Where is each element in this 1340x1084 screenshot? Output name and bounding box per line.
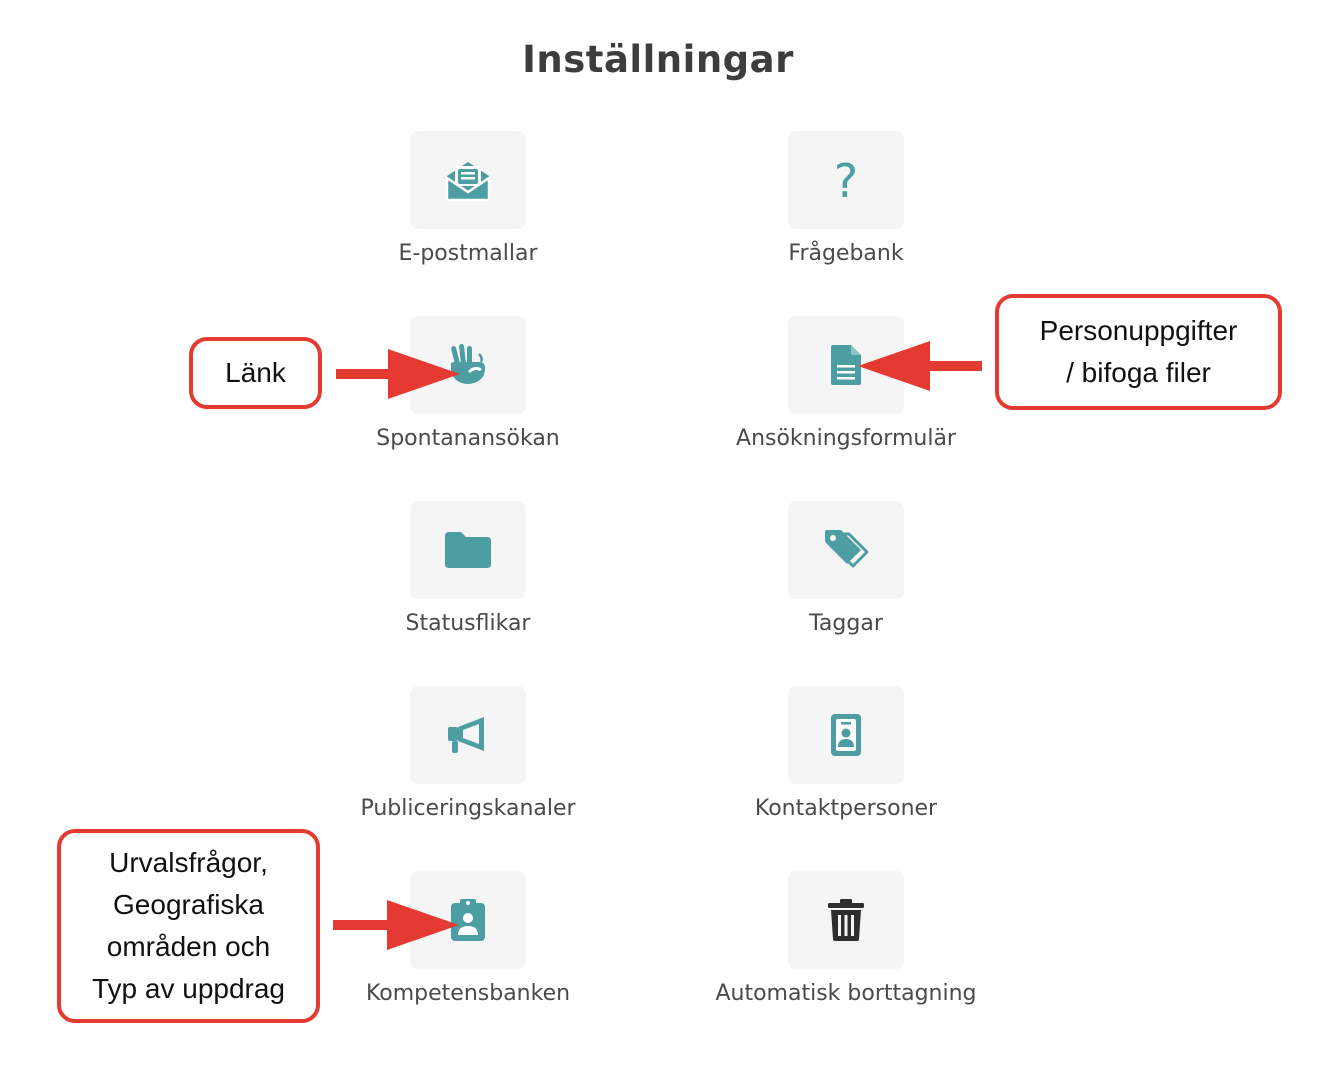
tags-tile[interactable]	[788, 501, 904, 599]
publishing-channels-tile[interactable]	[410, 686, 526, 784]
tags-icon	[825, 530, 869, 568]
setting-status-tabs[interactable]: Statusflikar	[338, 501, 598, 676]
arrow-link	[336, 349, 460, 399]
callout-link: Länk	[189, 337, 322, 409]
setting-email-templates[interactable]: E-postmallar	[338, 131, 598, 306]
auto-delete-label: Automatisk borttagning	[715, 981, 977, 1006]
document-icon	[831, 345, 861, 385]
setting-application-form[interactable]: Ansökningsformulär	[716, 316, 976, 491]
callout-personal-line1: Personuppgifter	[1039, 315, 1238, 346]
setting-auto-delete[interactable]: Automatisk borttagning	[715, 871, 977, 1046]
callout-personal-line2: / bifoga filer	[1066, 357, 1211, 388]
setting-tags[interactable]: Taggar	[716, 501, 976, 676]
application-form-label: Ansökningsformulär	[736, 426, 956, 451]
svg-text:?: ?	[834, 155, 858, 205]
callout-competence-line1: Urvalsfrågor,	[109, 847, 268, 878]
arrow-personal-data	[858, 341, 982, 391]
callout-competence-line3: områden och	[106, 931, 271, 962]
trash-icon	[828, 899, 864, 941]
setting-spontaneous[interactable]: Spontanansökan	[338, 316, 598, 491]
spontaneous-label: Spontanansökan	[376, 426, 560, 451]
setting-contact-persons[interactable]: Kontaktpersoner	[716, 686, 976, 861]
megaphone-icon	[448, 717, 484, 753]
status-tabs-tile[interactable]	[410, 501, 526, 599]
publishing-channels-label: Publiceringskanaler	[360, 796, 576, 821]
callout-link-text: Länk	[225, 357, 286, 388]
auto-delete-tile[interactable]	[788, 871, 904, 969]
arrow-competence	[333, 900, 459, 950]
hand-wave-icon	[451, 343, 485, 384]
id-badge-icon	[831, 714, 861, 756]
envelope-open-icon	[445, 162, 491, 202]
folder-icon	[445, 532, 491, 568]
email-templates-tile[interactable]	[410, 131, 526, 229]
contact-persons-label: Kontaktpersoner	[754, 796, 938, 821]
setting-question-bank[interactable]: ? Frågebank	[716, 131, 976, 306]
question-bank-label: Frågebank	[788, 241, 904, 266]
setting-publishing-channels[interactable]: Publiceringskanaler	[338, 686, 598, 861]
callout-personal-data: Personuppgifter / bifoga filer	[995, 294, 1282, 410]
callout-competence: Urvalsfrågor, Geografiska områden och Ty…	[57, 829, 320, 1023]
contact-persons-tile[interactable]	[788, 686, 904, 784]
clipboard-user-icon	[451, 899, 485, 941]
question-mark-icon: ?	[834, 155, 858, 205]
tags-label: Taggar	[809, 611, 883, 636]
question-bank-tile[interactable]: ?	[788, 131, 904, 229]
competence-bank-label: Kompetensbanken	[365, 981, 571, 1006]
email-templates-label: E-postmallar	[398, 241, 538, 266]
callout-competence-line4: Typ av uppdrag	[91, 973, 286, 1004]
callout-competence-line2: Geografiska	[113, 889, 264, 920]
page-title: Inställningar	[522, 38, 794, 81]
status-tabs-label: Statusflikar	[405, 611, 531, 636]
